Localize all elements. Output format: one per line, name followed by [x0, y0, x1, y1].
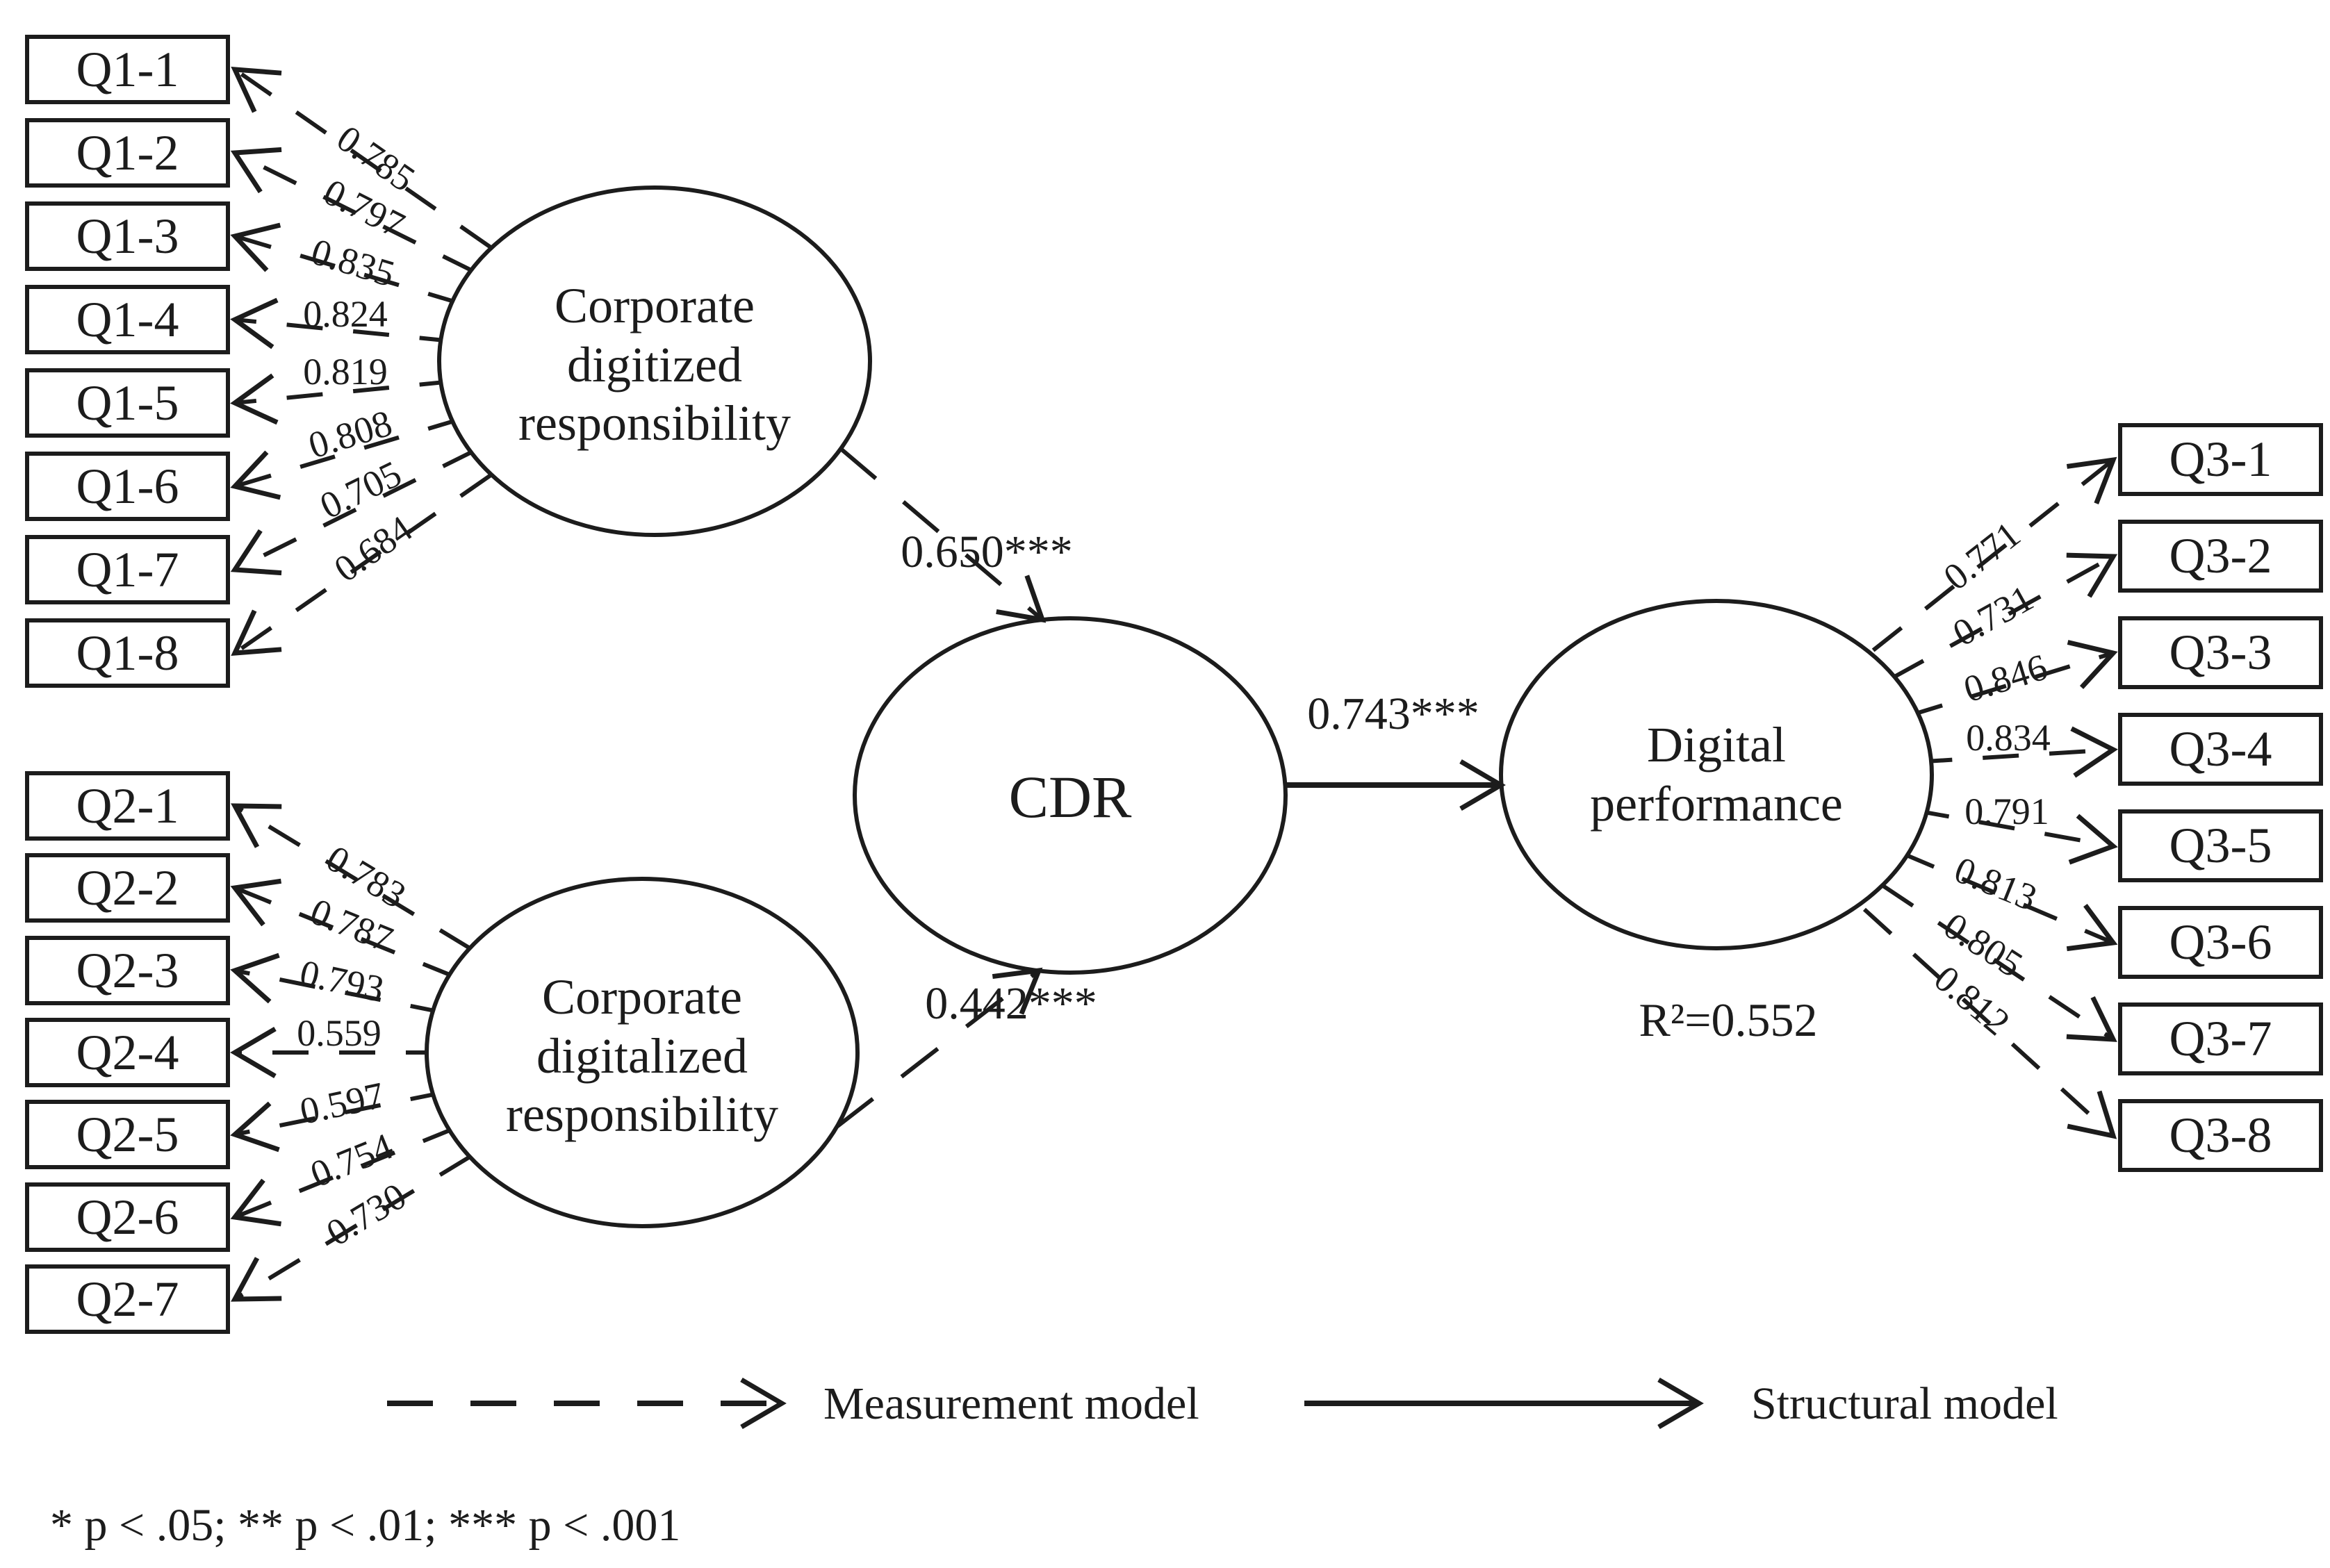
legend-structural-label: Structural model	[1751, 1378, 2058, 1429]
indicator-label: Q2-5	[76, 1106, 179, 1162]
latent-label-line: performance	[1590, 776, 1843, 832]
latent-label-line: digitized	[567, 336, 742, 393]
indicator-label: Q2-1	[76, 777, 179, 834]
indicator-box: Q3-1	[2118, 423, 2323, 496]
indicator-box: Q3-5	[2118, 809, 2323, 882]
latent-label-line: responsibility	[506, 1087, 778, 1143]
indicator-box: Q2-6	[25, 1182, 230, 1252]
latent-label-line: Corporate	[542, 968, 742, 1025]
indicator-box: Q3-8	[2118, 1099, 2323, 1172]
indicator-box: Q2-4	[25, 1018, 230, 1087]
loading-value: 0.791	[1964, 791, 2049, 832]
path-arrow-digitalized-cdr	[835, 967, 1043, 1129]
indicator-label: Q1-4	[76, 291, 179, 347]
latent-label-line: responsibility	[518, 395, 791, 452]
latent-performance-label: Digital performance	[1508, 712, 1925, 837]
indicator-box: Q2-7	[25, 1264, 230, 1334]
indicator-box: Q1-4	[25, 285, 230, 354]
latent-label-line: Corporate	[555, 277, 755, 333]
indicator-label: Q2-2	[76, 859, 179, 916]
latent-ellipse-cdr	[853, 616, 1288, 975]
indicator-box: Q2-3	[25, 936, 230, 1005]
latent-cdr-label: CDR	[862, 759, 1279, 836]
indicator-box: Q3-2	[2118, 520, 2323, 593]
indicator-label: Q1-5	[76, 374, 179, 431]
loading-value: 0.819	[303, 351, 388, 393]
indicator-label: Q3-5	[2169, 818, 2272, 873]
path-coef-digitized-cdr: 0.650***	[901, 527, 1073, 577]
path-arrow-digitized-cdr	[839, 447, 1047, 623]
indicator-box: Q1-1	[25, 35, 230, 104]
significance-footnote: * p < .05; ** p < .01; *** p < .001	[50, 1500, 681, 1551]
indicator-box: Q1-2	[25, 118, 230, 188]
indicator-label: Q1-3	[76, 208, 179, 264]
loading-value: 0.834	[1966, 717, 2051, 759]
latent-ellipse-digitized	[437, 185, 872, 537]
indicator-box: Q2-1	[25, 771, 230, 841]
latent-digitalized-label: Corporate digitalized responsibility	[434, 962, 851, 1150]
path-coef-digitalized-cdr: 0.442***	[925, 978, 1097, 1029]
indicator-box: Q1-8	[25, 618, 230, 688]
indicator-label: Q3-8	[2169, 1107, 2272, 1163]
indicator-label: Q3-1	[2169, 431, 2272, 487]
indicator-label: Q3-4	[2169, 721, 2272, 777]
indicator-label: Q1-2	[76, 124, 179, 181]
indicator-label: Q1-6	[76, 458, 179, 514]
indicator-label: Q2-6	[76, 1189, 179, 1245]
indicator-label: Q3-3	[2169, 625, 2272, 680]
indicator-label: Q2-7	[76, 1271, 179, 1327]
indicator-box: Q3-7	[2118, 1002, 2323, 1075]
indicator-box: Q2-5	[25, 1100, 230, 1169]
indicator-box: Q1-3	[25, 201, 230, 271]
indicator-box: Q1-6	[25, 452, 230, 521]
latent-digitized-label: Corporate digitized responsibility	[446, 271, 863, 459]
indicator-box: Q3-3	[2118, 616, 2323, 689]
indicator-label: Q2-3	[76, 942, 179, 998]
indicator-box: Q3-4	[2118, 713, 2323, 786]
legend-measurement-label: Measurement model	[823, 1378, 1199, 1429]
indicator-label: Q2-4	[76, 1024, 179, 1080]
indicator-label: Q3-7	[2169, 1011, 2272, 1066]
loading-value: 0.824	[303, 293, 388, 335]
indicator-label: Q1-7	[76, 541, 179, 597]
path-coef-cdr-performance: 0.743***	[1307, 688, 1479, 739]
indicator-box: Q1-7	[25, 535, 230, 604]
r-squared-label: R²=0.552	[1639, 993, 1818, 1046]
indicator-label: Q1-1	[76, 41, 179, 97]
indicator-label: Q1-8	[76, 625, 179, 681]
indicator-box: Q2-2	[25, 853, 230, 923]
latent-label-line: Digital	[1647, 717, 1786, 773]
loading-value: 0.559	[297, 1012, 382, 1054]
latent-label-line: CDR	[1008, 764, 1132, 831]
latent-ellipse-digitalized	[425, 877, 860, 1228]
indicator-box: Q3-6	[2118, 906, 2323, 979]
latent-label-line: digitalized	[536, 1028, 748, 1084]
indicator-label: Q3-2	[2169, 528, 2272, 584]
indicator-box: Q1-5	[25, 368, 230, 438]
indicator-label: Q3-6	[2169, 914, 2272, 970]
